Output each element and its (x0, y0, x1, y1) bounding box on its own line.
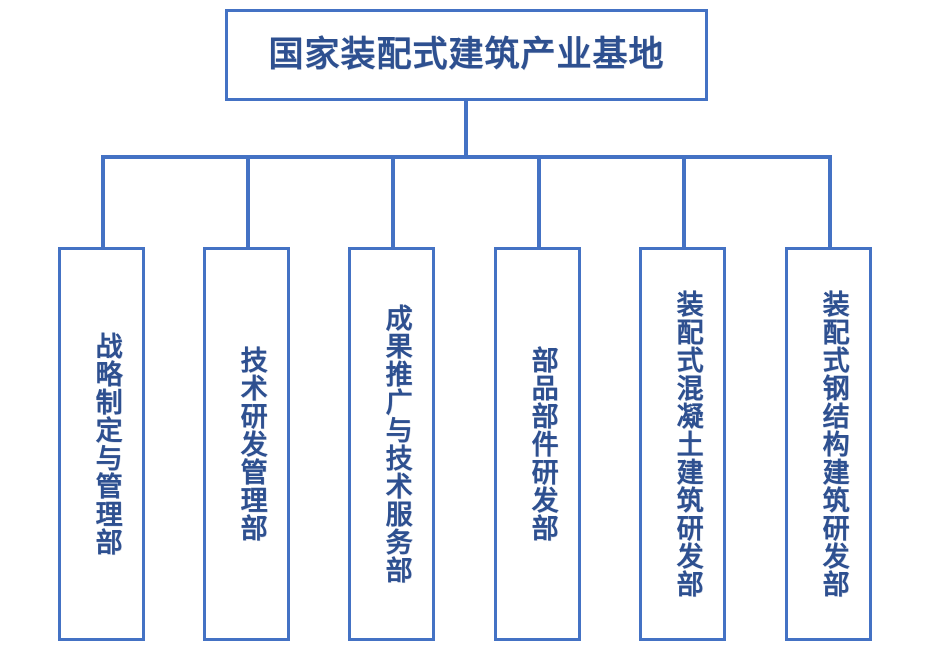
connector-drop-1 (101, 155, 105, 249)
org-node-dept-5[interactable]: 装配式混凝土建筑研发部 (639, 247, 726, 641)
connector-drop-6 (828, 155, 832, 249)
org-node-dept-1-label: 战略制定与管理部 (90, 332, 122, 556)
org-node-dept-3-label: 成果推广与技术服务部 (380, 304, 412, 584)
connector-horizontal-bus (101, 155, 832, 159)
org-node-root-label: 国家装配式建筑产业基地 (268, 34, 665, 75)
connector-drop-2 (246, 155, 250, 249)
org-node-dept-6-label: 装配式钢结构建筑研发部 (817, 290, 849, 598)
org-node-dept-3[interactable]: 成果推广与技术服务部 (348, 247, 435, 641)
connector-drop-5 (682, 155, 686, 249)
org-node-dept-4[interactable]: 部品部件研发部 (494, 247, 581, 641)
org-node-dept-1[interactable]: 战略制定与管理部 (58, 247, 145, 641)
org-node-dept-6[interactable]: 装配式钢结构建筑研发部 (785, 247, 872, 641)
connector-root-trunk (464, 99, 468, 159)
org-node-dept-2-label: 技术研发管理部 (235, 346, 267, 542)
org-node-dept-5-label: 装配式混凝土建筑研发部 (671, 290, 703, 598)
connector-drop-3 (391, 155, 395, 249)
org-node-dept-4-label: 部品部件研发部 (526, 346, 558, 542)
connector-drop-4 (537, 155, 541, 249)
org-node-root[interactable]: 国家装配式建筑产业基地 (225, 9, 708, 101)
org-node-dept-2[interactable]: 技术研发管理部 (203, 247, 290, 641)
